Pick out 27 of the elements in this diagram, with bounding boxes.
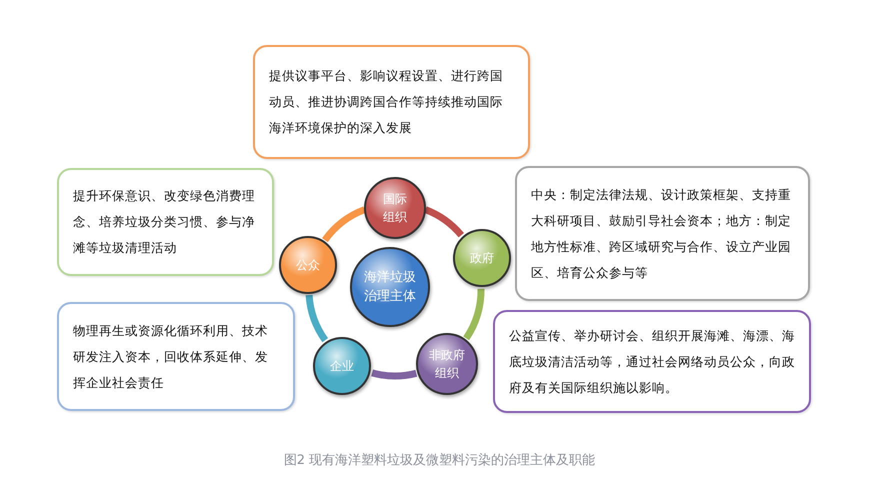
actor-circle [416, 333, 478, 395]
description-box [515, 166, 810, 301]
circle-label: 非政府组织 [429, 347, 465, 382]
actor-circle [453, 229, 511, 287]
circle-label: 政府 [469, 250, 495, 267]
description-box [57, 302, 295, 411]
description-box [57, 168, 274, 276]
circle-label: 海洋垃圾治理主体 [364, 268, 416, 306]
actor-circle [364, 177, 426, 239]
actor-circle [279, 236, 337, 294]
circle-label: 国际组织 [382, 191, 408, 226]
circle-label: 企业 [329, 358, 355, 375]
description-text: 中央：制定法律法规、设计政策框架、支持重大科研项目、鼓励引导社会资本；地方：制定地方性标准、跨区域研究与合作、设立产业园区、培育公众参与等 [531, 186, 792, 282]
description-box [253, 45, 530, 159]
description-text: 提升环保意识、改变绿色消费理念、培养垃圾分类习惯、参与净滩等垃圾清理活动 [73, 187, 256, 257]
description-text: 物理再生或资源化循环利用、技术研发注入资本，回收体系延伸、发挥企业社会责任 [73, 322, 269, 392]
description-box [493, 310, 811, 413]
ring-segment [424, 206, 464, 238]
ring-segment [322, 206, 366, 242]
ring-segment [306, 294, 328, 342]
description-text: 公益宣传、举办研讨会、组织开展海滩、海漂、海底垃圾清洁活动等，通过社会网络动员公众，向政府及有关国际组织施以影响。 [509, 326, 795, 396]
actor-circle [313, 337, 371, 395]
description-text: 提供议事平台、影响议程设置、进行跨国动员、推进协调跨国合作等持续推动国际海洋环境保护的深入发展 [269, 67, 504, 137]
figure-caption: 图2 现有海洋塑料垃圾及微塑料污染的治理主体及职能 [282, 452, 596, 469]
ring-segment [463, 288, 484, 340]
ring-segment [371, 369, 417, 380]
circle-label: 公众 [295, 257, 321, 274]
